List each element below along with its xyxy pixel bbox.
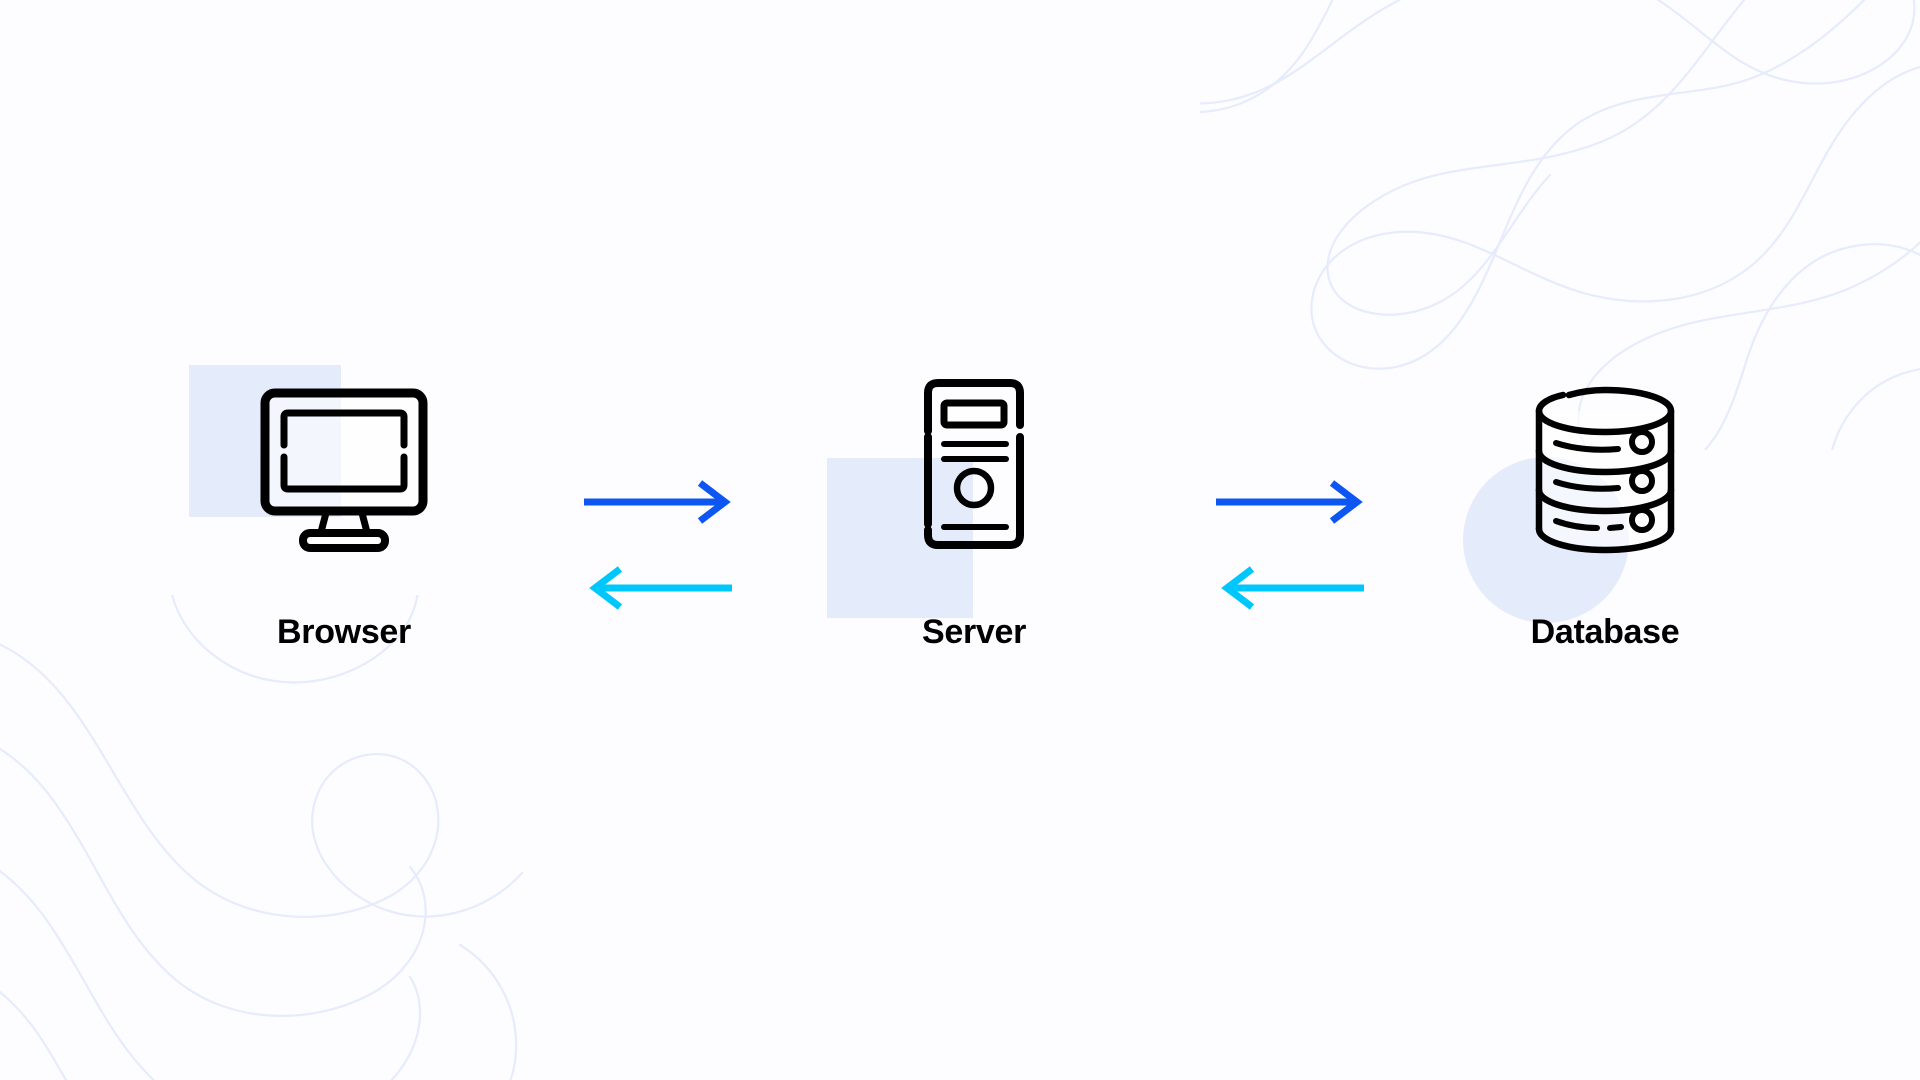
- response-arrow-server-to-browser: [589, 566, 732, 610]
- accent-square-server: [827, 458, 973, 618]
- request-arrow-server-to-database: [1216, 480, 1363, 524]
- server-icon-wrapper: [824, 355, 1124, 585]
- node-label-browser: Browser: [277, 613, 411, 651]
- connection-server-database: [1212, 480, 1372, 610]
- server-tower-icon: [924, 379, 1024, 549]
- browser-icon-wrapper: [194, 355, 494, 585]
- node-server[interactable]: Server: [824, 355, 1124, 652]
- node-label-database: Database: [1530, 613, 1680, 651]
- response-arrow-database-to-server: [1221, 566, 1364, 610]
- node-database[interactable]: Database: [1455, 355, 1755, 652]
- node-browser[interactable]: Browser: [189, 355, 494, 652]
- request-arrow-browser-to-server: [584, 480, 731, 524]
- connection-browser-server: [580, 480, 740, 610]
- database-cylinder-icon: [1535, 386, 1675, 554]
- node-label-server: Server: [921, 613, 1027, 651]
- monitor-icon: [260, 388, 428, 552]
- database-icon-wrapper: [1455, 355, 1755, 585]
